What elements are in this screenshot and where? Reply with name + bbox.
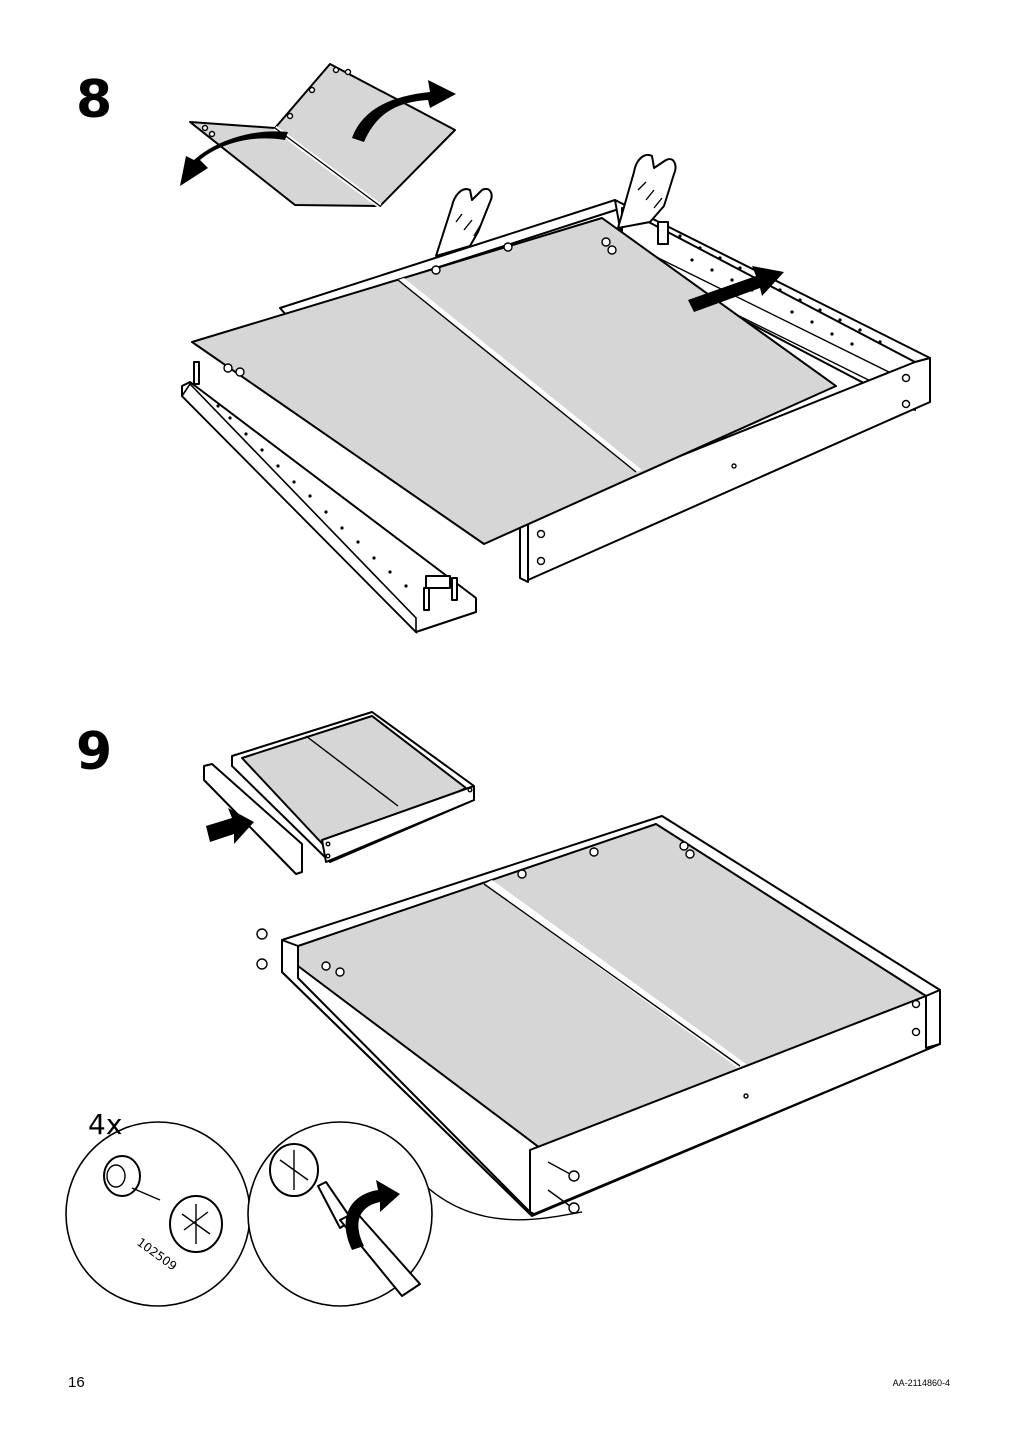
page-number: 16: [68, 1374, 85, 1391]
small-drawer-preview: [203, 711, 475, 875]
drawer-frame-step9: [256, 815, 941, 1217]
folded-panel-illustration: [189, 63, 456, 209]
document-code: AA-2114860-4: [892, 1378, 950, 1388]
unfold-arrow-icon: [180, 80, 456, 186]
quantity-label: 4x: [88, 1108, 122, 1141]
push-arrow-icon: [688, 266, 784, 312]
drawer-frame-step8: [180, 199, 931, 634]
detail-callout-parts: [65, 1121, 251, 1307]
push-arrow-icon: [206, 808, 254, 844]
step-number-8: 8: [76, 70, 113, 130]
hand-press-icon: [435, 188, 493, 257]
step-number-9: 9: [76, 722, 113, 782]
rotate-arrow-icon: [345, 1180, 400, 1250]
cam-lock-icon: [103, 1155, 223, 1253]
hand-press-icon: [617, 154, 677, 229]
